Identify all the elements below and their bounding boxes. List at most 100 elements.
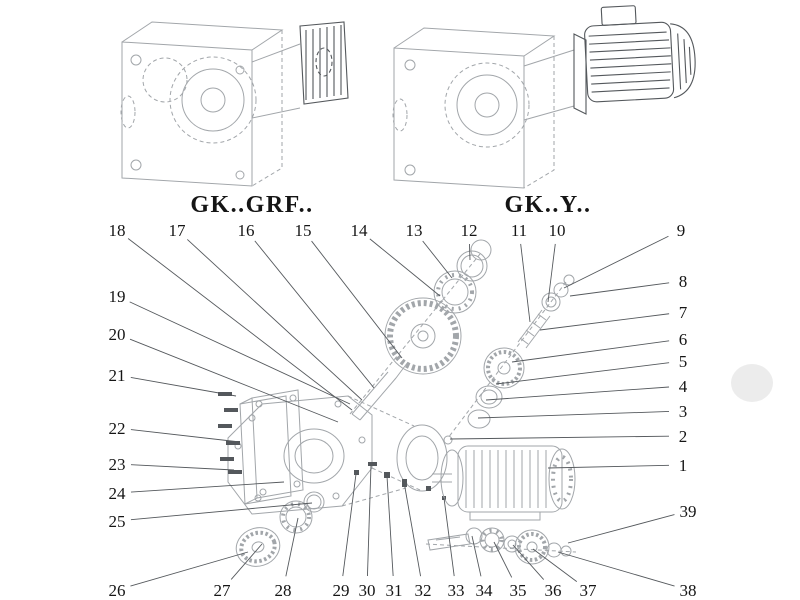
callout-30: 30 [359, 581, 376, 600]
callout-24: 24 [109, 484, 127, 503]
input-shaft [351, 361, 409, 421]
exploded-assembly [218, 239, 577, 567]
leader-line-6 [511, 340, 670, 363]
leader-line-34 [471, 535, 482, 577]
callout-23: 23 [109, 455, 126, 474]
leader-line-5 [495, 362, 670, 385]
callout-28: 28 [275, 581, 292, 600]
lower-gear-and-bearing [235, 491, 325, 567]
leader-line-31 [386, 475, 394, 577]
leader-line-10 [547, 243, 556, 303]
electric-motor [432, 445, 576, 521]
callout-34: 34 [476, 581, 494, 600]
leader-line-14 [369, 238, 441, 297]
leader-line-22 [130, 429, 241, 443]
callout-17: 17 [169, 221, 187, 240]
pinion-shaft [517, 274, 575, 349]
intermediate-axis-line [447, 281, 567, 439]
callout-1: 1 [679, 456, 688, 475]
leader-line-19 [129, 301, 351, 405]
callout-20: 20 [109, 325, 126, 344]
retaining-rings-top [456, 239, 492, 282]
leader-line-3 [477, 411, 670, 419]
leader-line-15 [311, 240, 403, 359]
callout-16: 16 [238, 221, 255, 240]
callout-6: 6 [679, 330, 688, 349]
gearbox-housing [227, 395, 453, 515]
callout-36: 36 [545, 581, 562, 600]
leader-line-12 [469, 243, 471, 261]
callout-13: 13 [406, 221, 423, 240]
leader-line-30 [366, 464, 372, 577]
leader-line-25 [130, 502, 313, 521]
unit-gky-drawing [392, 5, 696, 189]
leader-line-11 [520, 243, 531, 323]
callout-22: 22 [109, 419, 126, 438]
input-adapter-flange [299, 21, 349, 105]
watermark [731, 364, 773, 402]
unit-gkgrf-drawing [120, 21, 349, 187]
leader-line-32 [403, 481, 422, 577]
callout-9: 9 [677, 221, 686, 240]
callout-27: 27 [214, 581, 232, 600]
callout-5: 5 [679, 352, 688, 371]
leader-line-7 [539, 313, 670, 331]
leader-line-21 [130, 376, 237, 397]
mounting-flange-plate [239, 389, 304, 505]
callout-4: 4 [679, 377, 688, 396]
leader-line-20 [129, 338, 339, 423]
main-gear [384, 297, 462, 375]
motor-drawing [573, 5, 696, 115]
callout-8: 8 [679, 272, 688, 291]
callout-31: 31 [386, 581, 403, 600]
callout-35: 35 [510, 581, 527, 600]
leader-line-37 [532, 548, 578, 582]
callout-29: 29 [333, 581, 350, 600]
leader-line-36 [512, 544, 545, 580]
intermediate-gear-stack [467, 347, 525, 429]
leader-line-27 [230, 543, 263, 580]
callout-3: 3 [679, 402, 688, 421]
callout-11: 11 [511, 221, 527, 240]
callout-33: 33 [448, 581, 465, 600]
leader-line-2 [449, 435, 670, 440]
leader-line-33 [443, 497, 455, 577]
callout-14: 14 [351, 221, 369, 240]
leader-line-23 [130, 464, 235, 471]
callout-7: 7 [679, 303, 688, 322]
leader-line-26 [130, 551, 249, 587]
leader-line-39 [567, 514, 675, 544]
callout-32: 32 [415, 581, 432, 600]
output-shaft-assembly [427, 527, 572, 565]
input-bearing [433, 270, 477, 314]
leader-line-35 [493, 541, 513, 578]
callout-10: 10 [549, 221, 566, 240]
callout-18: 18 [109, 221, 126, 240]
leader-line-16 [254, 240, 375, 389]
leader-line-8 [569, 282, 670, 297]
callout-2: 2 [679, 427, 688, 446]
leader-line-1 [547, 464, 670, 469]
callout-21: 21 [109, 366, 126, 385]
callout-39: 39 [680, 502, 697, 521]
leader-line-4 [485, 386, 670, 401]
leader-line-38 [557, 551, 675, 587]
leader-line-13 [422, 240, 453, 279]
title-gkgrf: GK..GRF.. [190, 192, 313, 218]
callout-38: 38 [680, 581, 697, 600]
callout-26: 26 [109, 581, 126, 600]
callout-15: 15 [295, 221, 312, 240]
leader-line-24 [130, 481, 285, 493]
callout-12: 12 [461, 221, 478, 240]
leader-lines [127, 235, 675, 587]
callout-25: 25 [109, 512, 126, 531]
input-axis-line [349, 253, 481, 415]
title-gky: GK..Y.. [505, 192, 592, 218]
callout-19: 19 [109, 287, 126, 306]
leader-line-18 [127, 238, 353, 411]
leader-line-17 [187, 239, 363, 401]
callout-37: 37 [580, 581, 598, 600]
